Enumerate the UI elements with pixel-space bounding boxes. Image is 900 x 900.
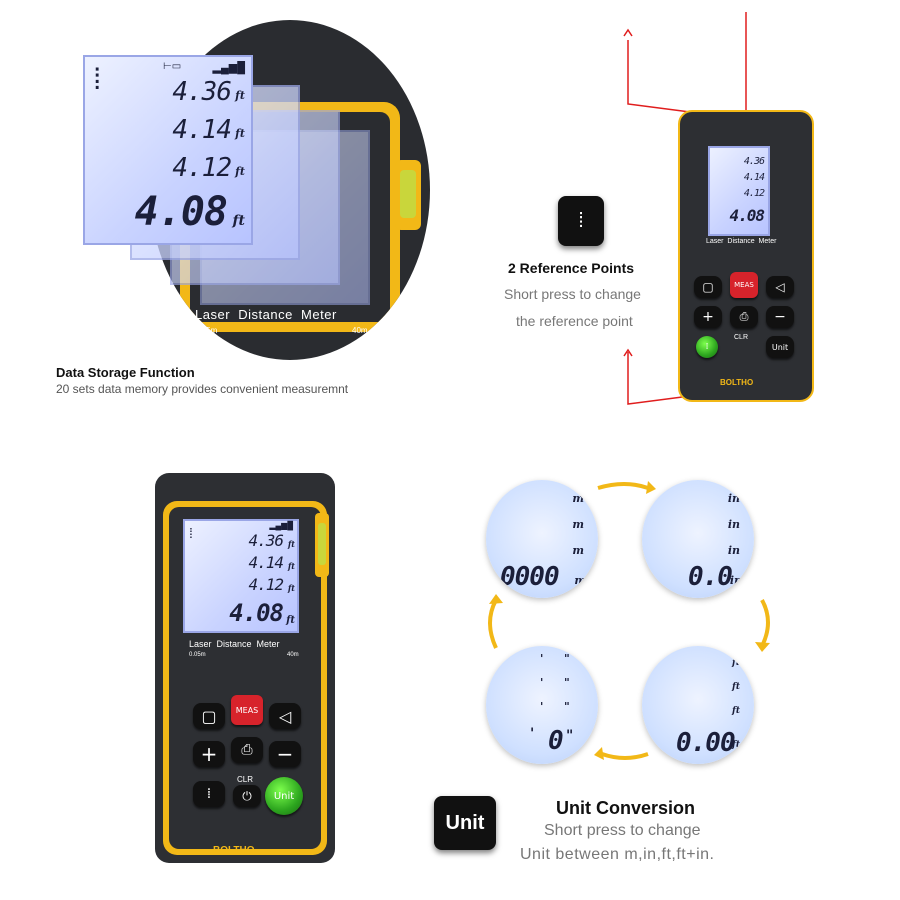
unit-circle-ft-in: ' " ' " ' " ' 0 "	[486, 646, 598, 764]
unit-conversion-section: m m m 0000 m in in in 0.0 in ft ft ft 0.…	[434, 450, 900, 900]
main-unit-2: ft	[287, 561, 295, 571]
reference-section: 4.36 4.14 4.12 4.08 Laser Distance Meter…	[450, 0, 900, 420]
unit-2: ft	[235, 127, 245, 140]
brand-logo: BOLTHO	[213, 845, 255, 856]
range-min: 0.05m	[195, 326, 218, 335]
side-reading-3: 4.12	[743, 188, 765, 199]
unit-ft-value: 0.00	[676, 728, 736, 758]
side-clr-label: CLR	[734, 334, 749, 341]
unit-m-value: 0000	[500, 562, 560, 592]
side-minus-key[interactable]: −	[766, 306, 794, 328]
main-signal-icon: ▂▄▆█	[269, 521, 293, 530]
main-range-min: 0.05m	[189, 652, 206, 658]
main-reading-2: 4.14	[248, 553, 284, 572]
reference-line-1: Short press to change	[504, 286, 641, 302]
memory-key[interactable]: ⎙	[231, 737, 263, 763]
reading-1: 4.36	[172, 77, 232, 107]
side-device: 4.36 4.14 4.12 4.08 Laser Distance Meter…	[678, 110, 814, 402]
signal-icon: ▂▄▆█	[212, 62, 245, 74]
main-reading-3: 4.12	[248, 575, 284, 594]
side-area-key[interactable]: ▢	[694, 276, 722, 298]
storage-title: Data Storage Function	[56, 365, 195, 380]
side-panel-label: Laser Distance Meter	[706, 238, 777, 245]
unit-3: ft	[235, 165, 245, 178]
side-plus-key[interactable]: +	[694, 306, 722, 328]
main-unit-1: ft	[287, 539, 295, 549]
side-main-reading: 4.08	[729, 206, 765, 225]
side-lcd: 4.36 4.14 4.12 4.08	[708, 146, 770, 236]
main-reading-1: 4.36	[248, 531, 284, 550]
side-triangle-key[interactable]: ◁	[766, 276, 794, 298]
main-unit-main: ft	[286, 615, 295, 626]
unit-conversion-line-2: Unit between m,in,ft,ft+in.	[520, 846, 715, 863]
main-panel-label: Laser Distance Meter	[189, 639, 280, 649]
meas-key[interactable]: MEAS	[231, 695, 263, 725]
main-reading-main: 4.08	[229, 599, 284, 627]
side-meas-key[interactable]: MEAS	[730, 272, 758, 298]
battery-icon: ⊢▭	[163, 61, 182, 72]
data-storage-section: ▂▄▆█ ⊢▭ ⁞ 4.36 4.14 4.12 4.08 ft ft ft f…	[0, 0, 450, 420]
reading-3: 4.12	[172, 153, 232, 183]
reference-key[interactable]: ⁞	[193, 781, 225, 807]
range-max: 40m	[352, 326, 368, 335]
unit-key-icon: Unit	[434, 796, 496, 850]
unit-conversion-line-1: Short press to change	[544, 822, 701, 839]
main-device: ⁞ ▂▄▆█ 4.36 4.14 4.12 4.08 ft ft ft ft L…	[155, 473, 335, 863]
reference-line-2: the reference point	[516, 313, 633, 329]
area-volume-key[interactable]: ▢	[193, 703, 225, 729]
minus-key[interactable]: −	[269, 741, 301, 767]
front-lcd: ▂▄▆█ ⊢▭ ⁞ 4.36 4.14 4.12 4.08 ft ft ft f…	[83, 55, 253, 245]
reference-title: 2 Reference Points	[508, 260, 635, 276]
side-memory-key[interactable]: ⎙	[730, 306, 758, 328]
unit-circle-m: m m m 0000 m	[486, 480, 598, 598]
plus-key[interactable]: +	[193, 741, 225, 767]
main-lcd: ⁞ ▂▄▆█ 4.36 4.14 4.12 4.08 ft ft ft ft	[183, 519, 299, 633]
laser-lines	[623, 12, 747, 405]
power-clr-key[interactable]: ⏻	[233, 785, 261, 807]
reading-2: 4.14	[172, 115, 232, 145]
unit-conversion-title: Unit Conversion	[556, 798, 696, 818]
reference-icon: ⁞	[93, 63, 102, 96]
clr-label: CLR	[237, 775, 254, 784]
unit-ft-in-value: 0	[548, 726, 564, 756]
main-unit-3: ft	[287, 583, 295, 593]
unit-circle-in: in in in 0.0 in	[642, 480, 754, 598]
panel-label: Laser Distance Meter	[195, 307, 337, 322]
side-brand: BOLTHO	[720, 378, 754, 387]
storage-subtitle: 20 sets data memory provides convenient …	[56, 382, 349, 396]
unit-in-value: 0.0	[688, 562, 733, 592]
main-range-max: 40m	[287, 652, 299, 658]
side-reading-1: 4.36	[743, 156, 765, 167]
side-reference-key[interactable]: ⁞	[696, 336, 718, 358]
side-unit-key[interactable]: Unit	[766, 336, 794, 358]
unit-key[interactable]: Unit	[265, 777, 303, 815]
unit-1: ft	[235, 89, 245, 102]
main-reading: 4.08	[134, 189, 228, 235]
unit-main: ft	[232, 213, 246, 229]
reference-key-icon: ⁞	[558, 196, 604, 246]
cycle-arrows	[488, 481, 770, 760]
pythagoras-key[interactable]: ◁	[269, 703, 301, 729]
main-reference-icon: ⁞	[189, 525, 193, 541]
unit-circle-ft: ft ft ft 0.00 ft	[642, 646, 754, 764]
side-reading-2: 4.14	[743, 172, 765, 183]
